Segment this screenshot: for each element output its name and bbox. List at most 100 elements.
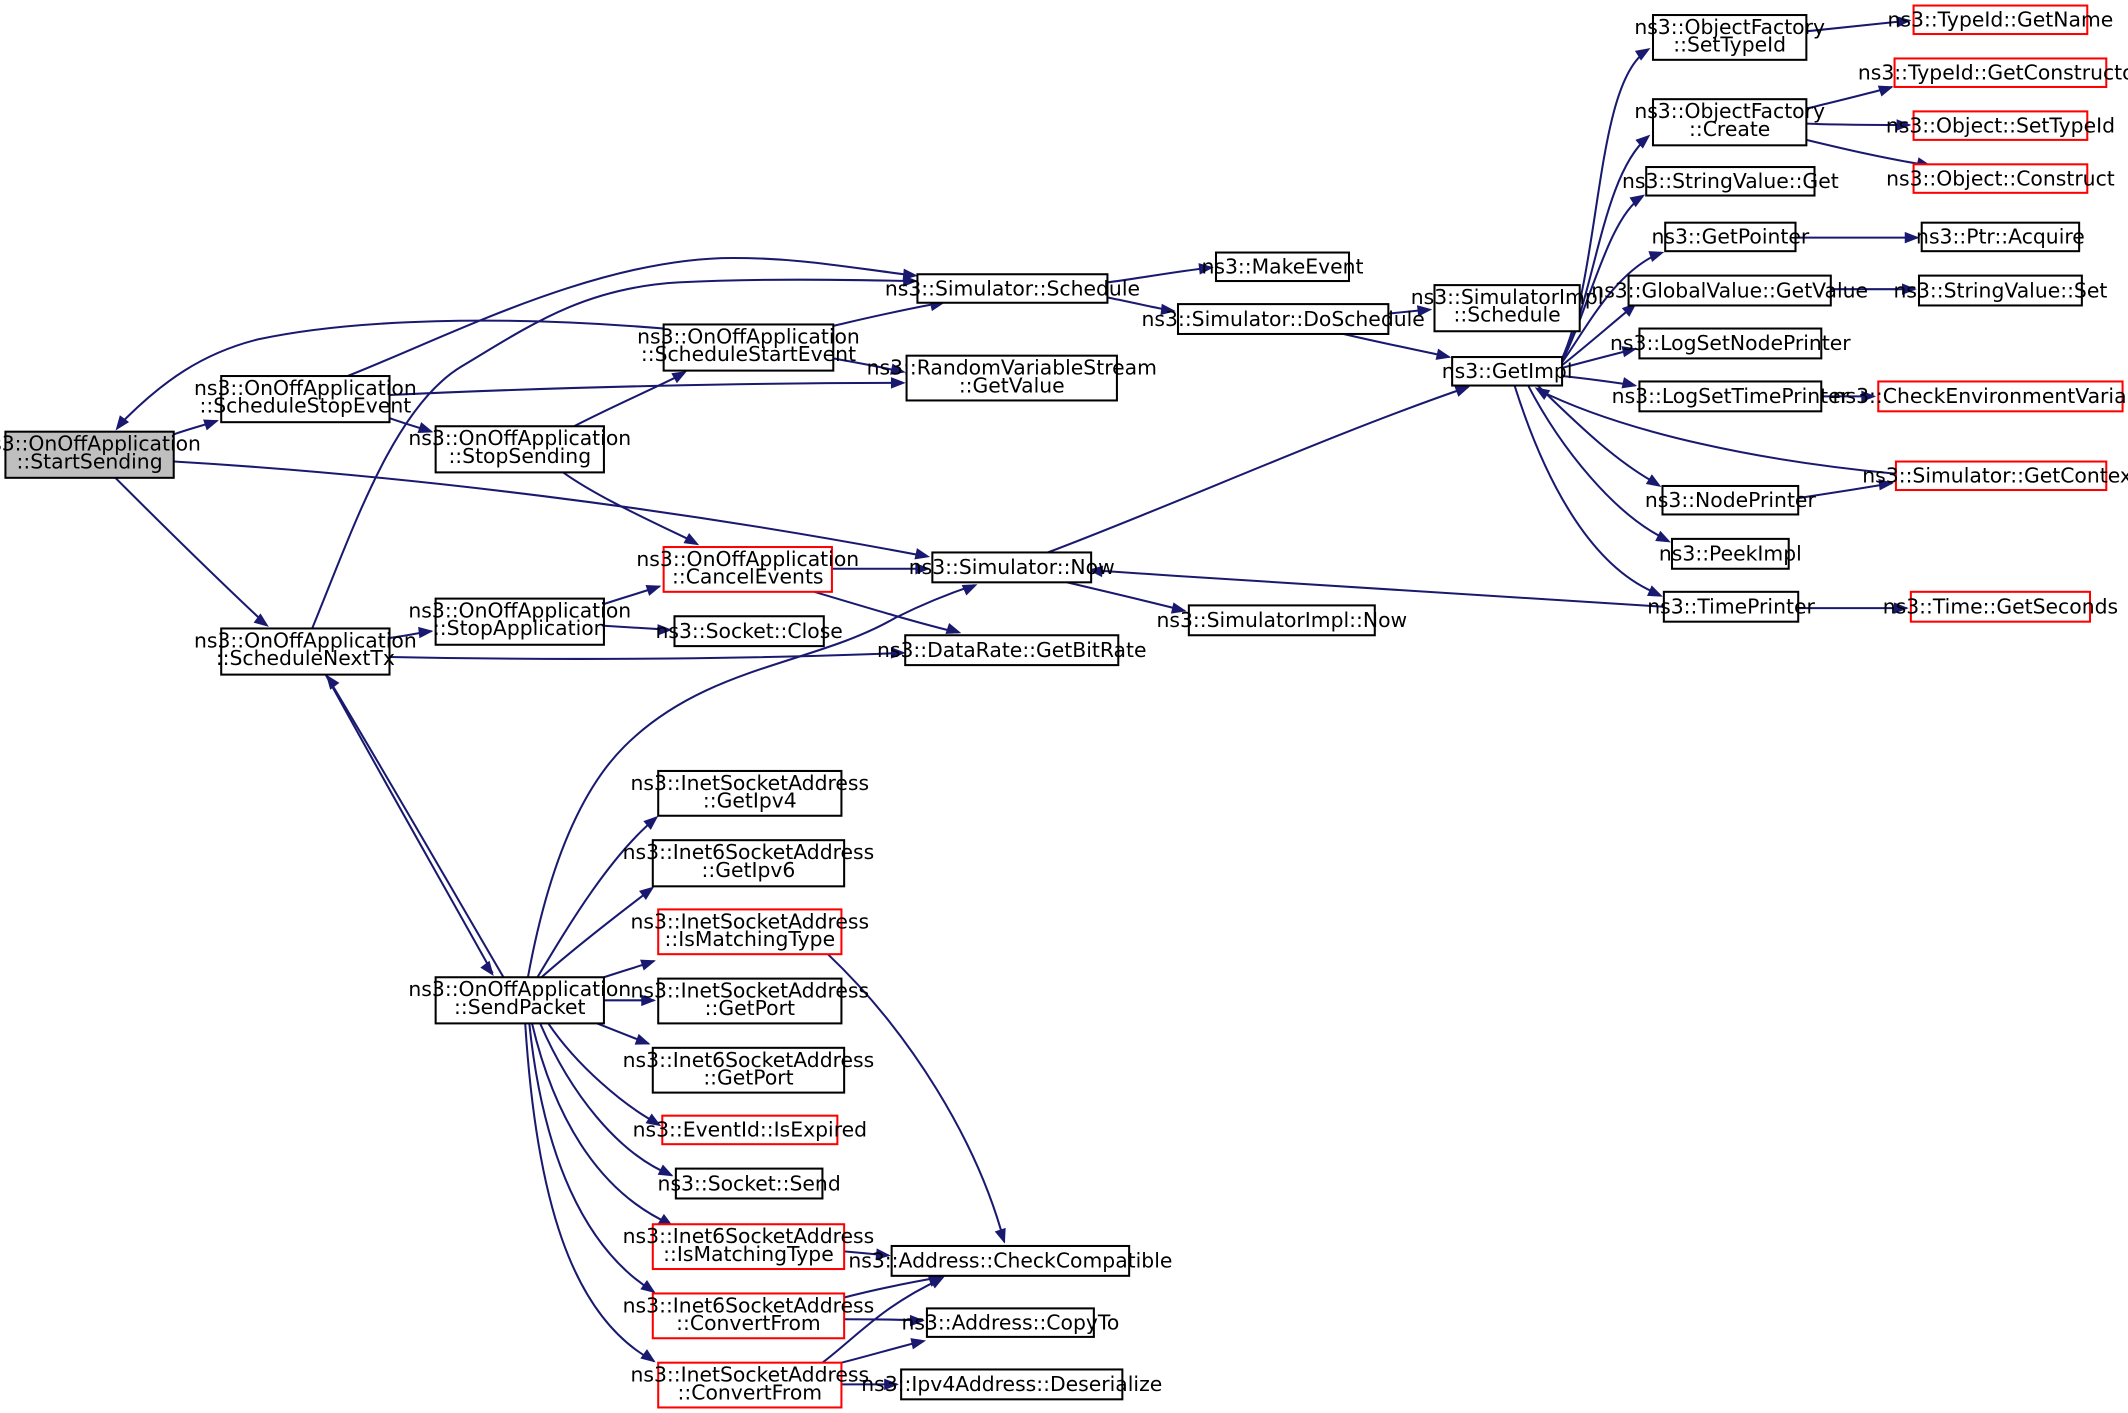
node-box (1638, 327, 1823, 360)
function-node-ipv4-deserialize[interactable]: ns3::Ipv4Address::Deserialize (861, 1368, 1162, 1401)
call-edge (1066, 581, 1187, 614)
function-node-inet6-is-matching-type[interactable]: ns3::Inet6SocketAddress::IsMatchingType (623, 1223, 875, 1271)
node-label-line: ::IsMatchingType (665, 927, 836, 951)
arrowhead (961, 584, 978, 596)
function-node-object-set-type-id[interactable]: ns3::Object::SetTypeId (1886, 110, 2115, 141)
node-label-line: ::IsMatchingType (663, 1242, 834, 1266)
edge-line (1066, 581, 1186, 612)
node-box (662, 546, 833, 593)
function-node-send-packet[interactable]: ns3::OnOffApplication::SendPacket (408, 976, 631, 1025)
function-node-type-id-get-name[interactable]: ns3::TypeId::GetName (1888, 4, 2114, 36)
arrowhead (1534, 387, 1551, 400)
function-node-inet6-get-port[interactable]: ns3::Inet6SocketAddress::GetPort (623, 1046, 875, 1094)
function-node-stop-sending[interactable]: ns3::OnOffApplication::StopSending (408, 425, 631, 474)
arrowhead (915, 563, 931, 575)
node-label-line: ns3::StringValue::Set (1894, 278, 2108, 302)
node-label-line: ns3::Inet6SocketAddress (623, 1293, 875, 1317)
function-node-inet-get-port[interactable]: ns3::InetSocketAddress::GetPort (630, 977, 869, 1025)
edge-line (1806, 138, 1931, 167)
arrowhead (1877, 85, 1894, 97)
function-node-data-rate-get-bit-rate[interactable]: ns3::DataRate::GetBitRate (877, 634, 1147, 667)
function-node-inet6-convert-from[interactable]: ns3::Inet6SocketAddress::ConvertFrom (623, 1292, 875, 1340)
function-node-object-construct[interactable]: ns3::Object::Construct (1886, 163, 2115, 194)
node-label-line: ns3::Inet6SocketAddress (623, 1048, 875, 1072)
function-node-object-factory-set-type-id[interactable]: ns3::ObjectFactory::SetTypeId (1634, 14, 1825, 61)
edge-line (539, 1022, 673, 1177)
function-node-socket-send[interactable]: ns3::Socket::Send (658, 1167, 841, 1200)
function-node-address-check-compatible[interactable]: ns3::Address::CheckCompatible (848, 1244, 1172, 1277)
function-node-check-environment-variables[interactable]: ns3::CheckEnvironmentVariables (1833, 380, 2128, 413)
node-label-line: ns3::TypeId::GetConstructor (1858, 61, 2128, 85)
node-box (1433, 284, 1581, 333)
edge-line (311, 278, 915, 629)
node-box (1912, 110, 2089, 141)
edge-line (841, 1339, 924, 1364)
arrowhead (115, 415, 130, 431)
arrowhead (903, 275, 918, 287)
node-label-line: ::StopSending (448, 444, 591, 468)
node-label-line: ns3::DataRate::GetBitRate (877, 638, 1147, 662)
function-node-get-impl[interactable]: ns3::GetImpl (1442, 356, 1573, 387)
arrowhead (890, 647, 906, 659)
function-node-cancel-events[interactable]: ns3::OnOffApplication::CancelEvents (636, 546, 859, 593)
function-node-simulator-now[interactable]: ns3::Simulator::Now (909, 551, 1115, 584)
call-edge (841, 1378, 899, 1391)
function-node-log-set-node-printer[interactable]: ns3::LogSetNodePrinter (1610, 327, 1851, 360)
function-node-simulator-schedule[interactable]: ns3::Simulator::Schedule (885, 273, 1140, 304)
function-node-inet-is-matching-type[interactable]: ns3::InetSocketAddress::IsMatchingType (630, 908, 869, 956)
node-box (657, 1361, 843, 1409)
function-node-make-event[interactable]: ns3::MakeEvent (1201, 251, 1364, 283)
arrowhead (1645, 474, 1662, 487)
edge-line (531, 1023, 671, 1226)
node-label-line: ns3::OnOffApplication (408, 599, 631, 623)
function-node-inet6-get-ipv6[interactable]: ns3::Inet6SocketAddress::GetIpv6 (623, 839, 875, 888)
function-node-peek-impl[interactable]: ns3::PeekImpl (1659, 537, 1802, 570)
function-node-inet-get-ipv4[interactable]: ns3::InetSocketAddress::GetIpv4 (630, 769, 869, 817)
function-node-inet-convert-from[interactable]: ns3::InetSocketAddress::ConvertFrom (630, 1361, 869, 1409)
node-label-line: ns3::Object::Construct (1886, 166, 2115, 190)
call-edge (1795, 231, 1920, 244)
call-edge (603, 585, 662, 606)
call-edge (1536, 384, 1662, 487)
function-node-time-printer[interactable]: ns3::TimePrinter (1647, 590, 1815, 623)
function-node-type-id-get-constructor[interactable]: ns3::TypeId::GetConstructor (1858, 57, 2128, 88)
function-node-simulator-impl-schedule[interactable]: ns3::SimulatorImpl::Schedule (1411, 284, 1604, 333)
function-node-global-value-get-value[interactable]: ns3::GlobalValue::GetValue (1591, 274, 1868, 307)
function-node-start-sending[interactable]: ns3::OnOffApplication::StartSending (0, 430, 201, 479)
function-node-node-printer[interactable]: ns3::NodePrinter (1645, 484, 1817, 516)
call-edge (1798, 602, 1909, 614)
node-label-line: ns3::MakeEvent (1201, 255, 1363, 279)
arrowhead (910, 1338, 927, 1350)
node-label-line: ns3::GetImpl (1442, 359, 1573, 383)
node-label-line: ::ScheduleNextTx (216, 646, 395, 670)
function-node-schedule-stop-event[interactable]: ns3::OnOffApplication::ScheduleStopEvent (194, 375, 417, 424)
node-box (904, 634, 1120, 667)
function-node-address-copy-to[interactable]: ns3::Address::CopyTo (901, 1307, 1119, 1338)
function-node-socket-close[interactable]: ns3::Socket::Close (655, 615, 843, 648)
node-label-line: ::Create (1689, 117, 1770, 141)
function-node-event-id-is-expired[interactable]: ns3::EventId::IsExpired (633, 1114, 867, 1146)
function-node-simulator-impl-now[interactable]: ns3::SimulatorImpl::Now (1156, 604, 1407, 637)
arrowhead (640, 959, 656, 971)
function-node-random-variable-get-value[interactable]: ns3::RandomVariableStream::GetValue (867, 354, 1157, 402)
function-node-string-value-get[interactable]: ns3::StringValue::Get (1622, 166, 1839, 197)
function-node-object-factory-create[interactable]: ns3::ObjectFactory::Create (1634, 98, 1825, 147)
arrowhead (1904, 231, 1920, 244)
function-node-stop-application[interactable]: ns3::OnOffApplication::StopApplication (408, 597, 631, 646)
function-node-get-pointer[interactable]: ns3::GetPointer (1651, 221, 1810, 253)
function-node-string-value-set[interactable]: ns3::StringValue::Set (1894, 274, 2108, 307)
arrowhead (1087, 565, 1104, 578)
function-node-ptr-acquire[interactable]: ns3::Ptr::Acquire (1916, 221, 2085, 253)
function-node-simulator-do-schedule[interactable]: ns3::Simulator::DoSchedule (1142, 303, 1425, 335)
call-edge (1561, 194, 1646, 362)
function-node-log-set-time-printer[interactable]: ns3::LogSetTimePrinter (1612, 380, 1850, 413)
call-edge (1821, 390, 1877, 403)
node-label-line: ns3::Time::GetSeconds (1883, 595, 2118, 619)
function-node-time-get-seconds[interactable]: ns3::Time::GetSeconds (1883, 590, 2118, 623)
call-edge (603, 994, 657, 1007)
function-node-schedule-start-event[interactable]: ns3::OnOffApplication::ScheduleStartEven… (637, 323, 860, 372)
function-node-simulator-get-context[interactable]: ns3::Simulator::GetContext (1862, 460, 2128, 492)
arrowhead (1634, 47, 1651, 61)
node-label-line: ns3::OnOffApplication (194, 376, 417, 400)
function-node-schedule-next-tx[interactable]: ns3::OnOffApplication::ScheduleNextTx (194, 627, 417, 676)
